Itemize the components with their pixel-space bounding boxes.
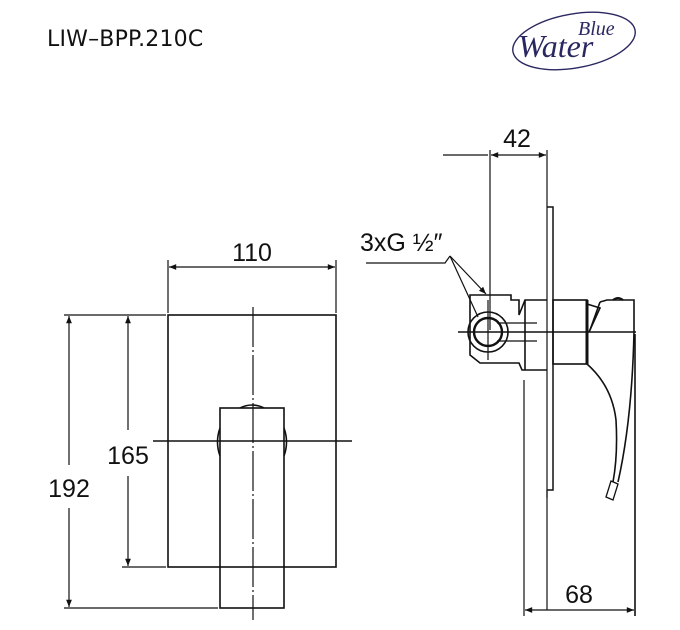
inner-height-dimension-label: 165 [107, 442, 149, 470]
valve-body-top [469, 294, 547, 330]
front-view: 110 165 192 [48, 239, 352, 620]
blue-water-logo: Blue Water [512, 11, 636, 71]
depth-dimension-label: 42 [503, 125, 531, 153]
width-dimension-label: 110 [232, 239, 272, 267]
handle-head [599, 299, 635, 332]
wall-plate-strip [547, 206, 554, 491]
connection-leader-2 [449, 255, 479, 318]
total-height-dimension-label: 192 [48, 475, 90, 503]
handle-body-outline [219, 407, 285, 609]
connection-leader-1 [449, 255, 487, 295]
connection-size-label: 3xG ½″ [360, 229, 443, 257]
lever-curve-inner [617, 331, 635, 483]
side-view: 42 3xG ½″ 68 [360, 125, 636, 616]
model-code-title: LIW–BPP.210C [47, 27, 204, 52]
handle-right-bulge [283, 427, 288, 457]
logo-text-water: Water [518, 28, 594, 64]
total-depth-dimension-label: 68 [565, 581, 593, 609]
handle-left-bulge [216, 427, 221, 457]
valve-body-bottom [469, 330, 547, 371]
lever-tip [605, 480, 619, 501]
handle-top-arc [239, 404, 265, 409]
lever-curve-outer [586, 363, 618, 483]
logo-text-blue: Blue [578, 18, 615, 40]
